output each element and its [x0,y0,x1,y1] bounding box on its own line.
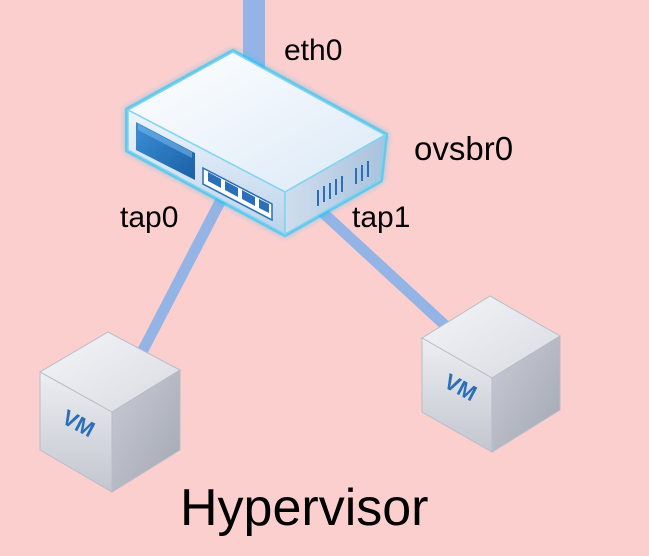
switch-ports [202,166,273,222]
link-tap0 [137,195,227,355]
bridge-label: ovsbr0 [414,130,514,167]
port-right-label: tap1 [352,201,411,234]
switch-vents [317,161,369,206]
vm-right-icon: VM [421,295,561,453]
vm-left-icon: VM [38,331,182,493]
network-switch-icon [125,48,389,238]
uplink-label: eth0 [284,34,343,67]
host-label: Hypervisor [180,479,429,537]
link-tap1 [316,205,452,333]
port-left-label: tap0 [120,201,179,234]
